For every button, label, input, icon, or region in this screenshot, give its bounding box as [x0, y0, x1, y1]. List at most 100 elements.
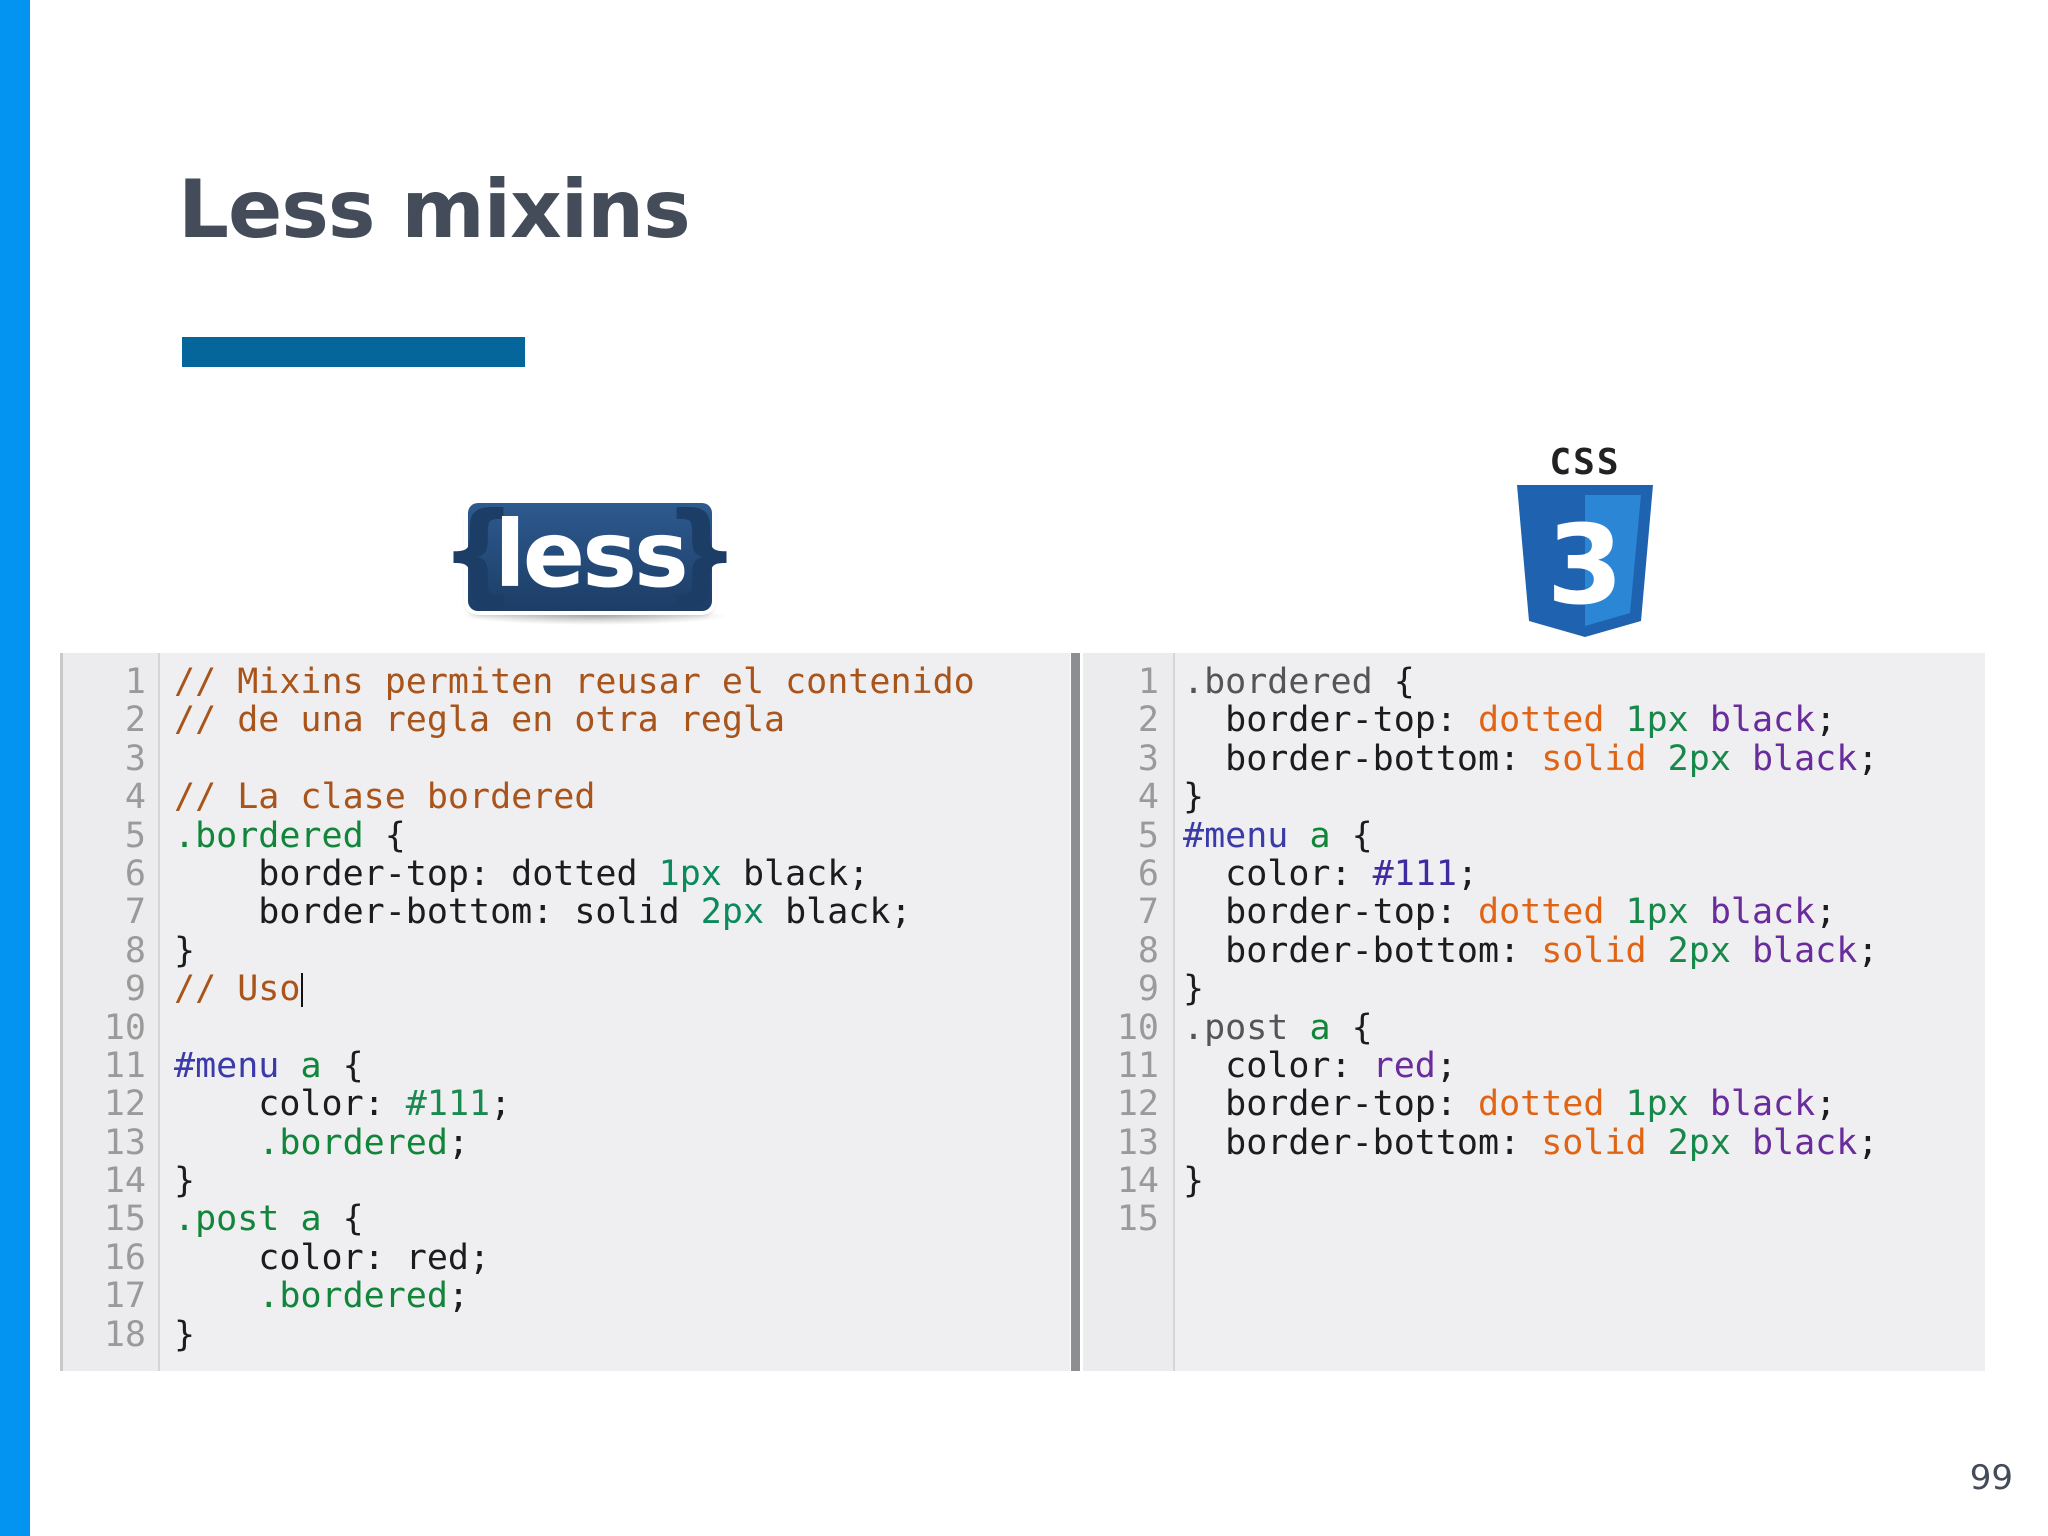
code-line[interactable]: 6 color: #111;	[1083, 853, 1878, 894]
code-token: dotted	[1478, 1084, 1605, 1125]
line-number: 7	[1137, 892, 1159, 933]
code-line[interactable]: 4}	[1083, 777, 1878, 818]
code-line[interactable]: 5#menu a {	[1083, 815, 1878, 856]
code-token: }	[174, 930, 196, 971]
code-token: // Uso	[174, 969, 301, 1010]
code-token: .bordered	[258, 1122, 448, 1163]
code-line[interactable]: 15	[1083, 1199, 1878, 1240]
line-number: 8	[124, 930, 146, 971]
code-token	[174, 1276, 258, 1316]
code-token: .bordered	[1183, 662, 1373, 702]
code-line[interactable]: 2// de una regla en otra regla	[60, 700, 975, 741]
code-line[interactable]: 8}	[60, 930, 975, 971]
code-token: border-bottom:	[1183, 930, 1542, 971]
code-token: #menu	[174, 1045, 280, 1086]
css3-logo: CSS 3	[1510, 445, 1660, 640]
code-line[interactable]: 10	[60, 1007, 975, 1048]
line-number: 13	[1116, 1122, 1159, 1163]
line-number: 10	[103, 1007, 146, 1048]
code-token: // Mixins permiten reusar el contenido	[174, 662, 975, 702]
code-line[interactable]: 7 border-top: dotted 1px black;	[1083, 892, 1878, 933]
code-line[interactable]: 11#menu a {	[60, 1045, 975, 1086]
css3-shield-icon: 3	[1517, 485, 1653, 637]
line-number: 1	[124, 662, 146, 702]
code-token: // de una regla en otra regla	[174, 700, 786, 741]
code-token: 1px	[1625, 700, 1689, 741]
code-line[interactable]: 3	[60, 738, 975, 779]
code-line[interactable]: 1.bordered {	[1083, 662, 1878, 702]
code-line[interactable]: 13 .bordered;	[60, 1122, 975, 1163]
code-line[interactable]: 12 border-top: dotted 1px black;	[1083, 1084, 1878, 1125]
code-token: 2px	[1667, 738, 1731, 779]
code-line[interactable]: 5.bordered {	[60, 816, 975, 855]
line-number: 6	[1137, 853, 1159, 894]
code-line[interactable]: 16 color: red;	[60, 1238, 975, 1277]
text-cursor	[301, 973, 304, 1008]
code-token: solid	[1541, 738, 1647, 779]
code-line[interactable]: 14}	[1083, 1162, 1878, 1201]
page-number: 99	[1969, 1458, 2013, 1498]
code-token: border-top:	[1183, 892, 1479, 933]
code-token: }	[1183, 777, 1205, 818]
code-line[interactable]: 13 border-bottom: solid 2px black;	[1083, 1122, 1879, 1163]
line-number: 18	[103, 1314, 146, 1355]
code-line[interactable]: 9// Uso	[60, 969, 975, 1010]
code-line[interactable]: 2 border-top: dotted 1px black;	[1083, 700, 1878, 741]
code-token: 2px	[700, 892, 765, 933]
css-code-gutter	[1083, 653, 1175, 1371]
code-token: a	[300, 1199, 322, 1240]
code-token	[1288, 1008, 1309, 1048]
code-line[interactable]: 3 border-bottom: solid 2px black;	[1083, 738, 1878, 779]
panel-divider[interactable]	[1071, 653, 1080, 1371]
code-token: solid	[1541, 930, 1647, 971]
code-token: border-bottom:	[1183, 1122, 1542, 1163]
code-token: color:	[174, 1084, 406, 1125]
code-token: color:	[1183, 853, 1373, 894]
code-line[interactable]: 17 .bordered;	[60, 1276, 975, 1317]
code-token: ;	[1815, 892, 1837, 933]
code-token: black	[1751, 738, 1858, 779]
code-line[interactable]: 18}	[60, 1314, 975, 1355]
code-line[interactable]: 8 border-bottom: solid 2px black;	[1083, 930, 1879, 971]
line-number: 15	[1116, 1199, 1159, 1240]
code-line[interactable]: 7 border-bottom: solid 2px black;	[60, 892, 975, 933]
code-line[interactable]: 11 color: red;	[1083, 1047, 1878, 1086]
code-token: }	[174, 1314, 196, 1355]
code-token: ;	[447, 1276, 470, 1317]
code-token: black;	[764, 892, 912, 933]
code-line[interactable]: 4// La clase bordered	[60, 778, 975, 817]
code-line[interactable]: 1 // Mixins permiten reusar el contenido	[60, 662, 975, 702]
code-token: ;	[447, 1122, 470, 1163]
code-token	[1604, 892, 1625, 932]
slide-title: Less mixins	[178, 163, 691, 256]
code-token: 1px	[658, 853, 722, 894]
line-number: 2	[1137, 700, 1159, 741]
code-token: ;	[1857, 930, 1879, 971]
line-number: 8	[1137, 930, 1159, 971]
code-token	[1731, 739, 1752, 779]
less-logo-text: less	[494, 501, 688, 608]
code-token: {	[1372, 662, 1415, 702]
line-number: 3	[1137, 738, 1159, 779]
code-token: a	[1309, 815, 1331, 856]
code-line[interactable]: 12 color: #111;	[60, 1084, 975, 1125]
code-line[interactable]: 14}	[60, 1161, 975, 1202]
less-logo-left-brace: {	[440, 490, 517, 615]
line-number: 14	[103, 1161, 146, 1202]
code-line[interactable]: 9}	[1083, 970, 1878, 1009]
code-line[interactable]: 6 border-top: dotted 1px black;	[60, 853, 975, 894]
less-logo: { } less	[440, 495, 740, 630]
line-number: 3	[124, 738, 146, 779]
code-token	[1647, 931, 1668, 971]
code-line[interactable]: 15.post a {	[60, 1199, 975, 1240]
css-code-lines[interactable]: 1.bordered {2 border-top: dotted 1px bla…	[1083, 662, 1879, 1240]
line-number: 17	[103, 1276, 146, 1317]
line-number: 13	[103, 1122, 146, 1163]
less-logo-right-brace: }	[663, 490, 740, 615]
css-code-panel[interactable]: 1.bordered {2 border-top: dotted 1px bla…	[1083, 653, 1985, 1371]
code-token	[1604, 700, 1625, 740]
code-token	[1689, 700, 1710, 740]
code-line[interactable]: 10.post a {	[1083, 1008, 1878, 1048]
